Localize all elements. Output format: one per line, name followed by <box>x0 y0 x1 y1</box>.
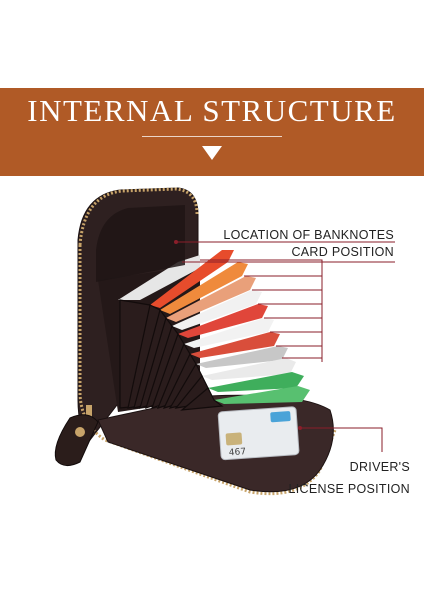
banner-title: INTERNAL STRUCTURE <box>27 93 397 128</box>
zipper-track <box>78 187 199 246</box>
accordion-folds <box>119 299 224 411</box>
card-slots <box>118 250 310 404</box>
callout-drivers-line1: DRIVER'S <box>349 460 410 474</box>
callout-lines <box>176 241 395 452</box>
banknote-pocket <box>96 205 185 282</box>
callout-banknotes: LOCATION OF BANKNOTES <box>223 228 394 242</box>
zipper-track-side <box>78 245 337 496</box>
header-banner: INTERNAL STRUCTURE <box>0 88 424 176</box>
callout-drivers-line2: LICENSE POSITION <box>288 482 410 496</box>
banner-divider <box>142 136 282 137</box>
zipper-pull-icon <box>54 405 99 466</box>
callout-dot-banknotes <box>174 240 178 244</box>
callout-dot-license <box>298 426 302 430</box>
license-card-number: 467 <box>229 447 247 458</box>
down-triangle-icon <box>202 146 222 160</box>
callout-card-position: CARD POSITION <box>291 245 394 259</box>
license-card: 467 <box>217 406 300 461</box>
